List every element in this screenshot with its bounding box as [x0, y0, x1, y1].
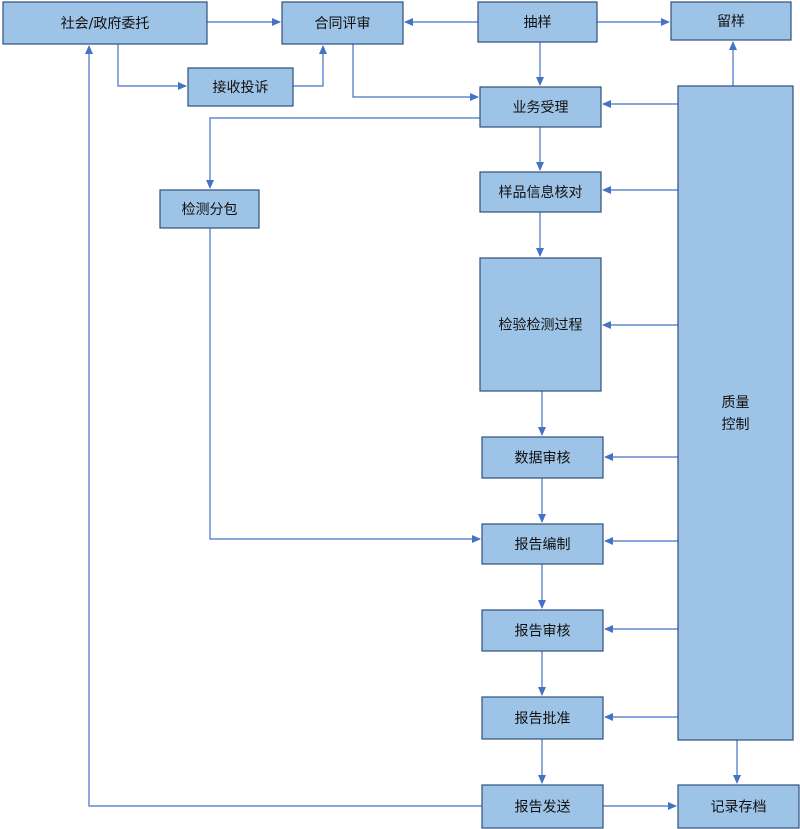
- edges: [85, 18, 741, 810]
- node-n2: 合同评审: [281, 1, 404, 45]
- node-label: 检测分包: [182, 202, 238, 218]
- node-label: 业务受理: [513, 100, 569, 116]
- node-n1: 社会/政府委托: [2, 1, 208, 45]
- node-n14: 报告发送: [481, 784, 604, 829]
- node-n10: 数据审核: [481, 436, 604, 479]
- node-label: 报告批准: [515, 711, 571, 727]
- node-label: 社会/政府委托: [61, 16, 150, 32]
- node-n15: 记录存档: [677, 784, 800, 829]
- node-box: [677, 85, 794, 741]
- node-n7: 检测分包: [159, 189, 260, 229]
- node-box: [187, 67, 294, 107]
- edge-n2-to-n6: [352, 44, 479, 101]
- node-box: [670, 1, 792, 41]
- node-n3: 抽样: [477, 1, 598, 43]
- node-box: [159, 189, 260, 229]
- node-label: 质量控制: [722, 395, 750, 433]
- node-n16: 质量控制: [677, 85, 794, 741]
- node-box: [479, 86, 602, 128]
- node-label: 抽样: [524, 15, 552, 31]
- node-box: [481, 436, 604, 479]
- node-label: 记录存档: [711, 800, 767, 816]
- node-box: [481, 696, 604, 740]
- node-label: 报告审核: [515, 624, 571, 640]
- node-n12: 报告审核: [481, 609, 604, 652]
- node-box: [2, 1, 208, 45]
- edge-n14-to-n1: [85, 45, 482, 807]
- node-n4: 留样: [670, 1, 792, 41]
- edge-n7-to-n11: [209, 228, 481, 543]
- edge-n6-to-n7: [206, 117, 480, 189]
- node-n11: 报告编制: [481, 523, 604, 565]
- node-n13: 报告批准: [481, 696, 604, 740]
- node-n8: 样品信息核对: [479, 171, 602, 213]
- node-box: [281, 1, 404, 45]
- node-label: 报告发送: [515, 800, 571, 816]
- node-box: [479, 171, 602, 213]
- edge-n5-to-n2: [293, 45, 327, 87]
- node-label: 留样: [717, 14, 745, 30]
- node-box: [479, 257, 602, 392]
- node-n9: 检验检测过程: [479, 257, 602, 392]
- node-label: 样品信息核对: [499, 184, 583, 201]
- node-label: 数据审核: [515, 451, 571, 467]
- node-n6: 业务受理: [479, 86, 602, 128]
- edge-n1-to-n5: [117, 44, 187, 90]
- node-box: [481, 609, 604, 652]
- node-box: [481, 784, 604, 829]
- node-box: [477, 1, 598, 43]
- node-label: 检验检测过程: [499, 318, 583, 334]
- node-box: [481, 523, 604, 565]
- node-label: 接收投诉: [213, 79, 269, 96]
- node-label: 合同评审: [315, 16, 371, 32]
- node-box: [677, 784, 800, 829]
- node-n5: 接收投诉: [187, 67, 294, 107]
- node-label: 报告编制: [515, 537, 571, 553]
